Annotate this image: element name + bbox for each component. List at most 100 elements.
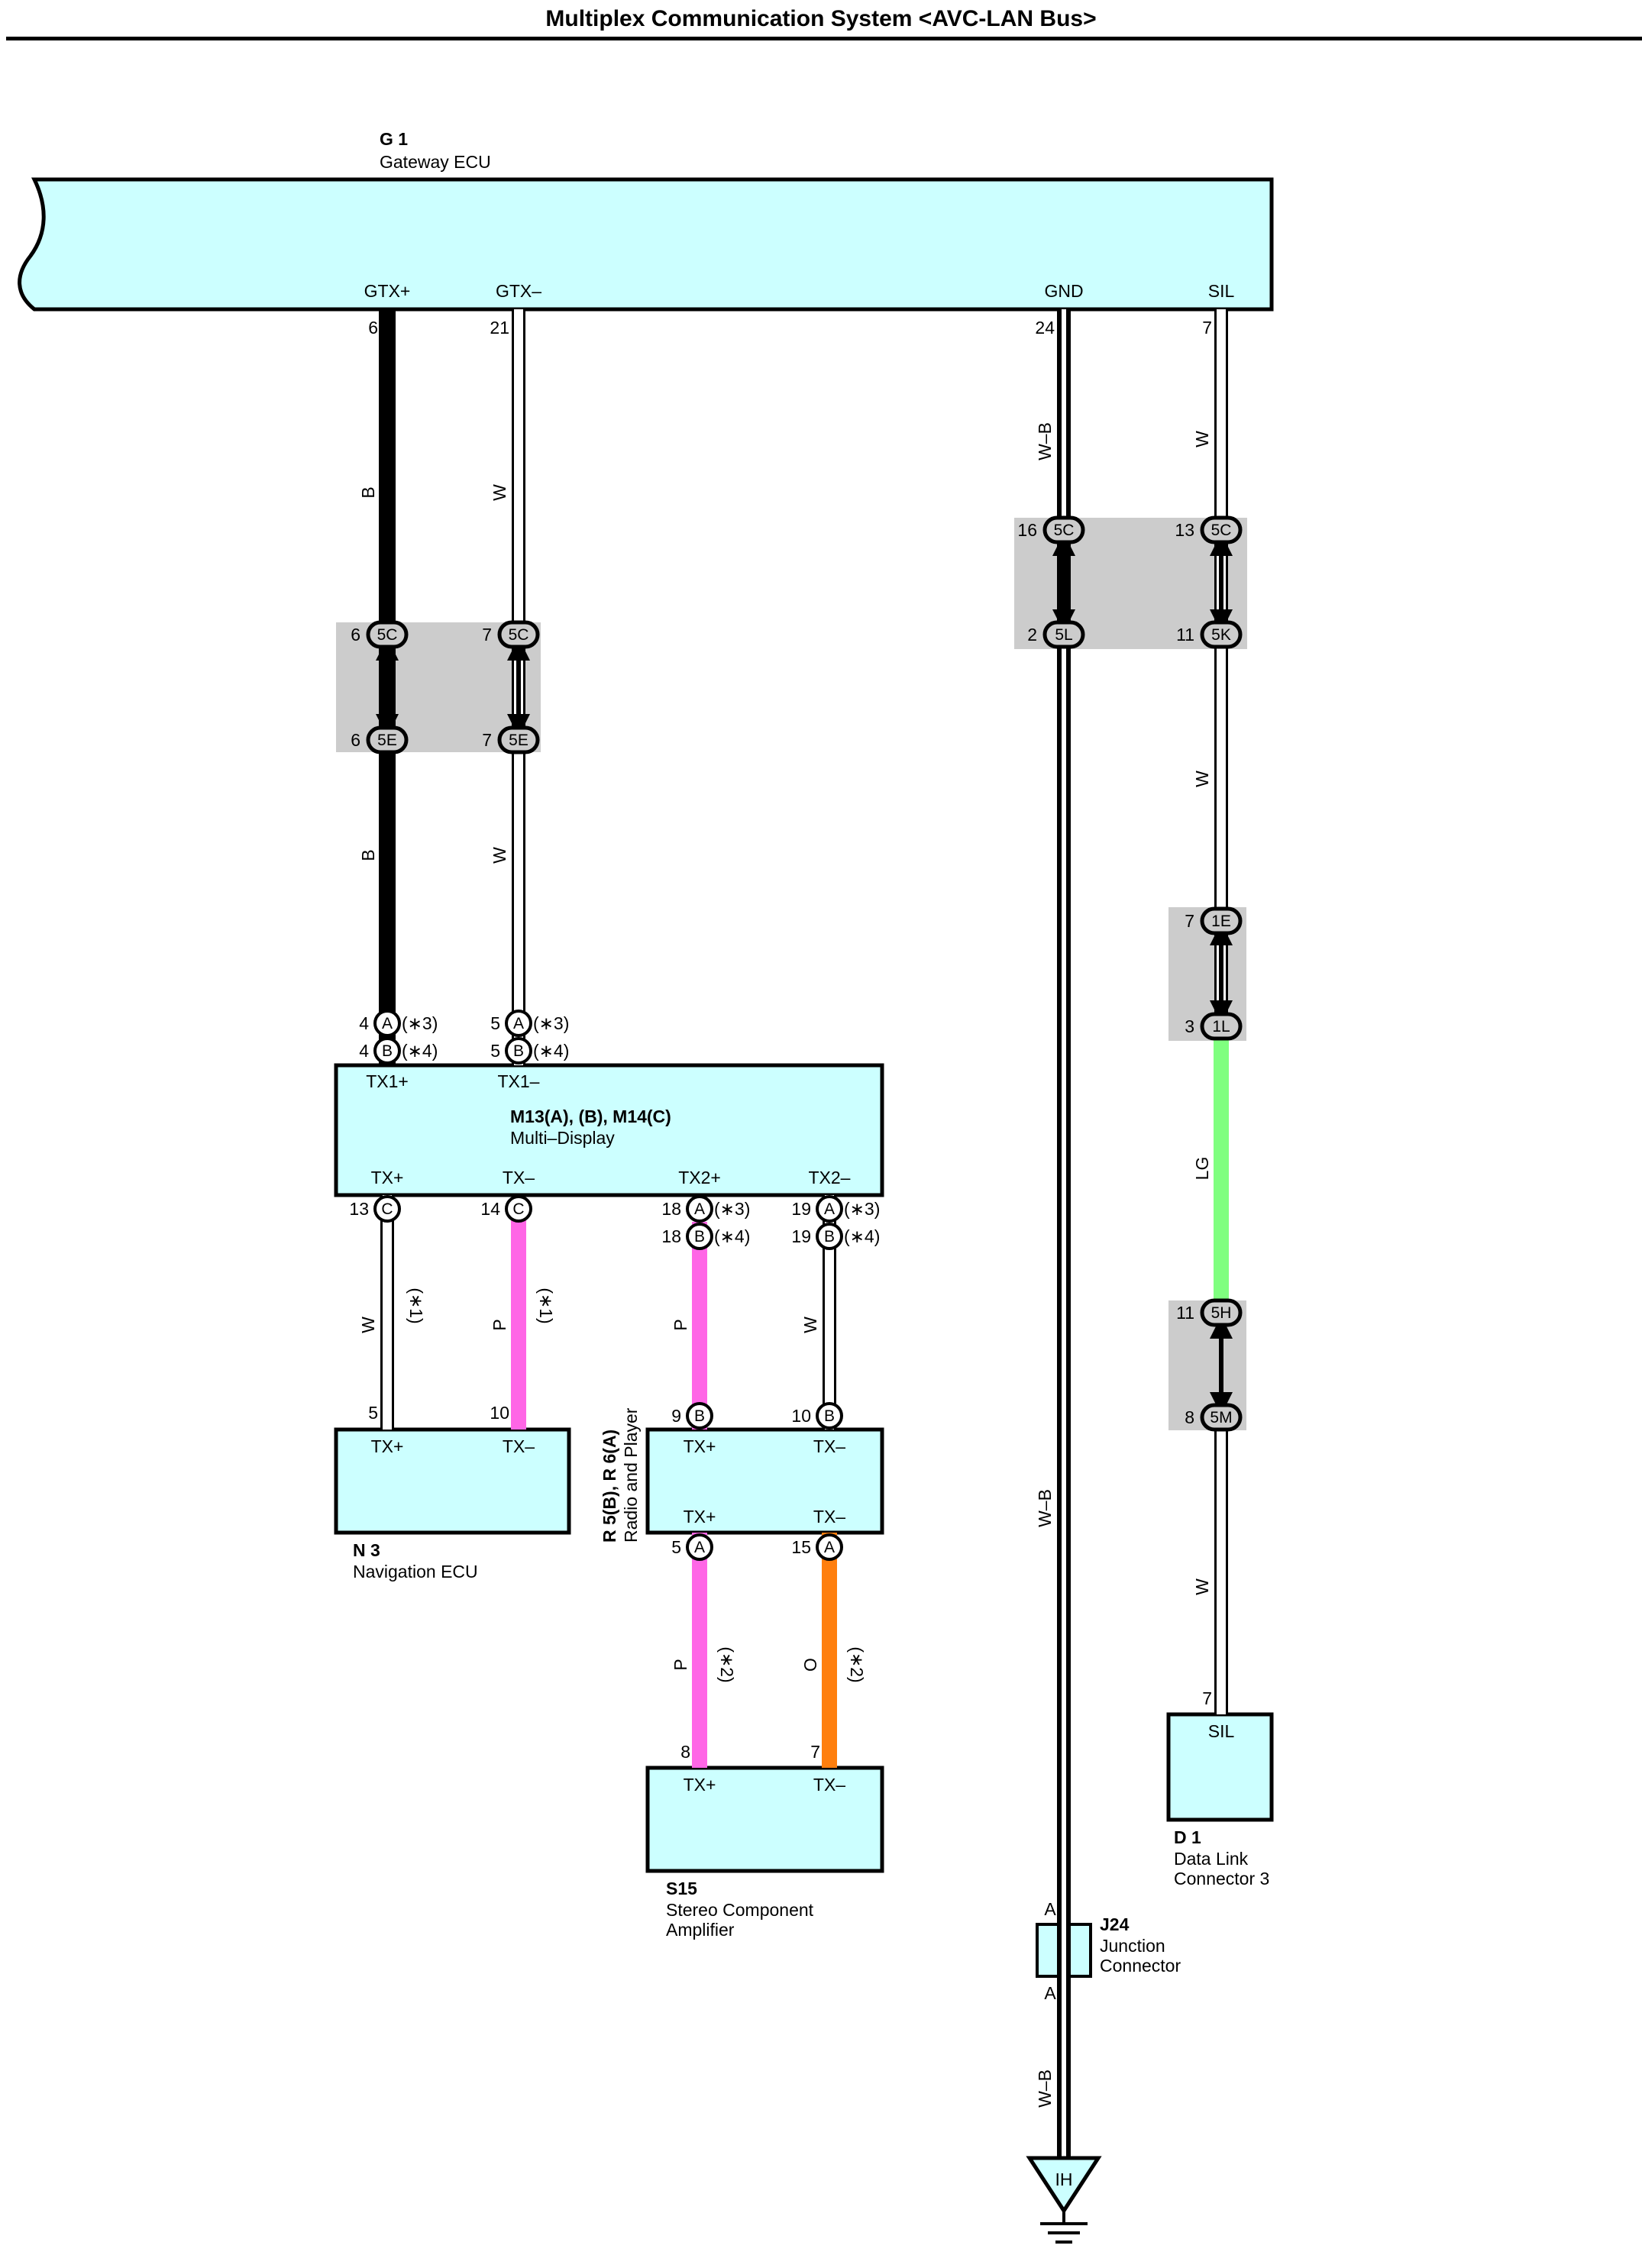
j24-name-1: Junction bbox=[1100, 1936, 1165, 1956]
variant-mark: (∗4) bbox=[844, 1226, 880, 1246]
variant-mark: (∗3) bbox=[844, 1199, 880, 1219]
stereo-amplifier-box bbox=[645, 1766, 884, 1873]
n3-id: N 3 bbox=[353, 1540, 380, 1560]
r5-name: Radio and Player bbox=[621, 1407, 641, 1543]
g1-name: Gateway ECU bbox=[380, 152, 491, 172]
wire-color: B bbox=[358, 849, 378, 861]
wire-color: W bbox=[358, 1317, 378, 1333]
pin-num: 7 bbox=[810, 1742, 820, 1762]
pin-num: 5 bbox=[671, 1537, 681, 1557]
d1-name-1: Data Link bbox=[1174, 1849, 1249, 1869]
ground-label: IH bbox=[1055, 2169, 1073, 2189]
navigation-ecu-box bbox=[334, 1427, 571, 1535]
pin-num: 18 bbox=[661, 1226, 681, 1246]
pin-num: 6 bbox=[368, 318, 378, 338]
junction-pills bbox=[366, 515, 1243, 1432]
wire-color: W bbox=[1192, 771, 1212, 787]
s15-id: S15 bbox=[666, 1879, 697, 1898]
variant-mark: (∗1) bbox=[536, 1287, 556, 1323]
pin-num: 10 bbox=[791, 1406, 811, 1426]
r5-pin-tx-plus-top: TX+ bbox=[684, 1436, 716, 1456]
svg-text:11: 11 bbox=[1176, 1303, 1194, 1323]
radio-player-box bbox=[645, 1427, 884, 1535]
wire-color: LG bbox=[1192, 1157, 1212, 1181]
g1-pin-gnd: GND bbox=[1044, 281, 1083, 301]
wire-color: W–B bbox=[1035, 1489, 1055, 1527]
s15-pin-tx-plus: TX+ bbox=[684, 1775, 716, 1795]
page-title: Multiplex Communication System <AVC-LAN … bbox=[545, 6, 1097, 31]
pin-num: 5 bbox=[490, 1041, 500, 1061]
svg-text:5M: 5M bbox=[1210, 1409, 1232, 1426]
m13-name: Multi–Display bbox=[510, 1128, 615, 1148]
svg-text:8: 8 bbox=[1185, 1407, 1194, 1427]
wire-color: O bbox=[800, 1658, 820, 1672]
junction-1: 5C 5E 7 7 bbox=[482, 625, 528, 750]
svg-text:6: 6 bbox=[351, 625, 360, 645]
j24-pin-bot: A bbox=[1044, 1983, 1056, 2003]
junction-5: 5H 5M 11 8 bbox=[1176, 1303, 1232, 1427]
svg-text:5H: 5H bbox=[1211, 1304, 1232, 1322]
conn-letter: A bbox=[382, 1015, 393, 1032]
conn-letter: C bbox=[512, 1200, 524, 1218]
pin-num: 15 bbox=[791, 1537, 811, 1557]
pin-num: 14 bbox=[480, 1199, 500, 1219]
pin-num: 4 bbox=[359, 1013, 369, 1033]
conn-letter: A bbox=[694, 1539, 705, 1556]
d1-name-2: Connector 3 bbox=[1174, 1869, 1269, 1888]
d1-id: D 1 bbox=[1174, 1827, 1201, 1847]
m13-pin-tx2-plus: TX2+ bbox=[678, 1168, 721, 1187]
m13-pin-tx1-plus: TX1+ bbox=[366, 1071, 409, 1091]
wire-color: P bbox=[671, 1319, 690, 1330]
m13-pin-tx-plus: TX+ bbox=[371, 1168, 404, 1187]
m13-pin-tx2-minus: TX2– bbox=[809, 1168, 851, 1187]
m13-pin-tx1-minus: TX1– bbox=[498, 1071, 540, 1091]
svg-text:1E: 1E bbox=[1211, 913, 1231, 930]
svg-text:2: 2 bbox=[1027, 625, 1037, 645]
svg-text:5E: 5E bbox=[377, 732, 397, 749]
variant-mark: (∗4) bbox=[714, 1226, 750, 1246]
wire-color: W bbox=[490, 847, 509, 864]
title-rule bbox=[6, 37, 1642, 40]
j24-pin-top: A bbox=[1044, 1899, 1056, 1919]
svg-text:5C: 5C bbox=[377, 626, 398, 644]
connector-circles bbox=[373, 1010, 843, 1561]
j24-id: J24 bbox=[1100, 1914, 1130, 1934]
multi-display-box bbox=[334, 1063, 884, 1197]
s15-name-2: Amplifier bbox=[666, 1920, 735, 1940]
svg-text:5E: 5E bbox=[509, 732, 528, 749]
wire-color: W bbox=[800, 1317, 820, 1333]
gateway-ecu bbox=[18, 177, 1274, 312]
pin-num: 7 bbox=[1202, 318, 1212, 338]
wire-color: W bbox=[1192, 1578, 1212, 1595]
pin-num: 9 bbox=[671, 1406, 681, 1426]
pin-num: 13 bbox=[349, 1199, 369, 1219]
junction-4: 1E 1L 7 3 bbox=[1185, 911, 1231, 1036]
svg-text:16: 16 bbox=[1017, 520, 1037, 540]
j24-name-2: Connector bbox=[1100, 1956, 1181, 1976]
pin-num: 8 bbox=[680, 1742, 690, 1762]
variant-mark: (∗1) bbox=[406, 1287, 426, 1323]
pin-num: 5 bbox=[490, 1013, 500, 1033]
pin-num: 18 bbox=[661, 1199, 681, 1219]
variant-mark: (∗4) bbox=[402, 1041, 438, 1061]
wire-color: W–B bbox=[1035, 2069, 1055, 2108]
junction-2: 5C 5L 16 2 bbox=[1017, 520, 1074, 645]
g1-pin-sil: SIL bbox=[1208, 281, 1235, 301]
conn-letter: B bbox=[694, 1407, 705, 1425]
svg-text:5L: 5L bbox=[1055, 626, 1072, 644]
svg-text:5C: 5C bbox=[1211, 522, 1232, 539]
variant-mark: (∗3) bbox=[533, 1013, 569, 1033]
variant-mark: (∗3) bbox=[402, 1013, 438, 1033]
svg-text:7: 7 bbox=[1185, 911, 1194, 931]
r5-pin-tx-minus-top: TX– bbox=[813, 1436, 845, 1456]
svg-text:5K: 5K bbox=[1211, 626, 1231, 644]
svg-text:3: 3 bbox=[1185, 1016, 1194, 1036]
variant-mark: (∗2) bbox=[717, 1646, 737, 1682]
variant-mark: (∗3) bbox=[714, 1199, 750, 1219]
conn-letter: B bbox=[382, 1042, 393, 1060]
svg-text:5C: 5C bbox=[1054, 522, 1075, 539]
m13-pin-tx-minus: TX– bbox=[503, 1168, 535, 1187]
r5-id: R 5(B), R 6(A) bbox=[600, 1430, 619, 1543]
variant-mark: (∗4) bbox=[533, 1041, 569, 1061]
